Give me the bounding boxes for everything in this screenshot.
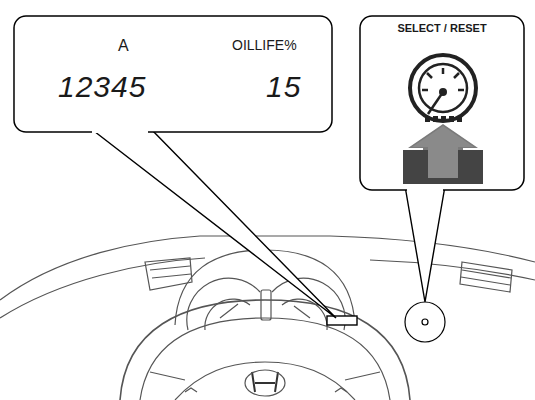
oil-life-label: OILLIFE% (232, 38, 297, 52)
trip-label: A (118, 38, 129, 54)
odometer-value: 12345 (58, 72, 146, 102)
button-callout: SELECT / RESET (360, 16, 524, 190)
oil-life-value: 15 (266, 72, 301, 102)
button-name: SELECT / RESET (397, 23, 486, 34)
display-callout: A OILLIFE% 12345 15 (14, 16, 332, 132)
